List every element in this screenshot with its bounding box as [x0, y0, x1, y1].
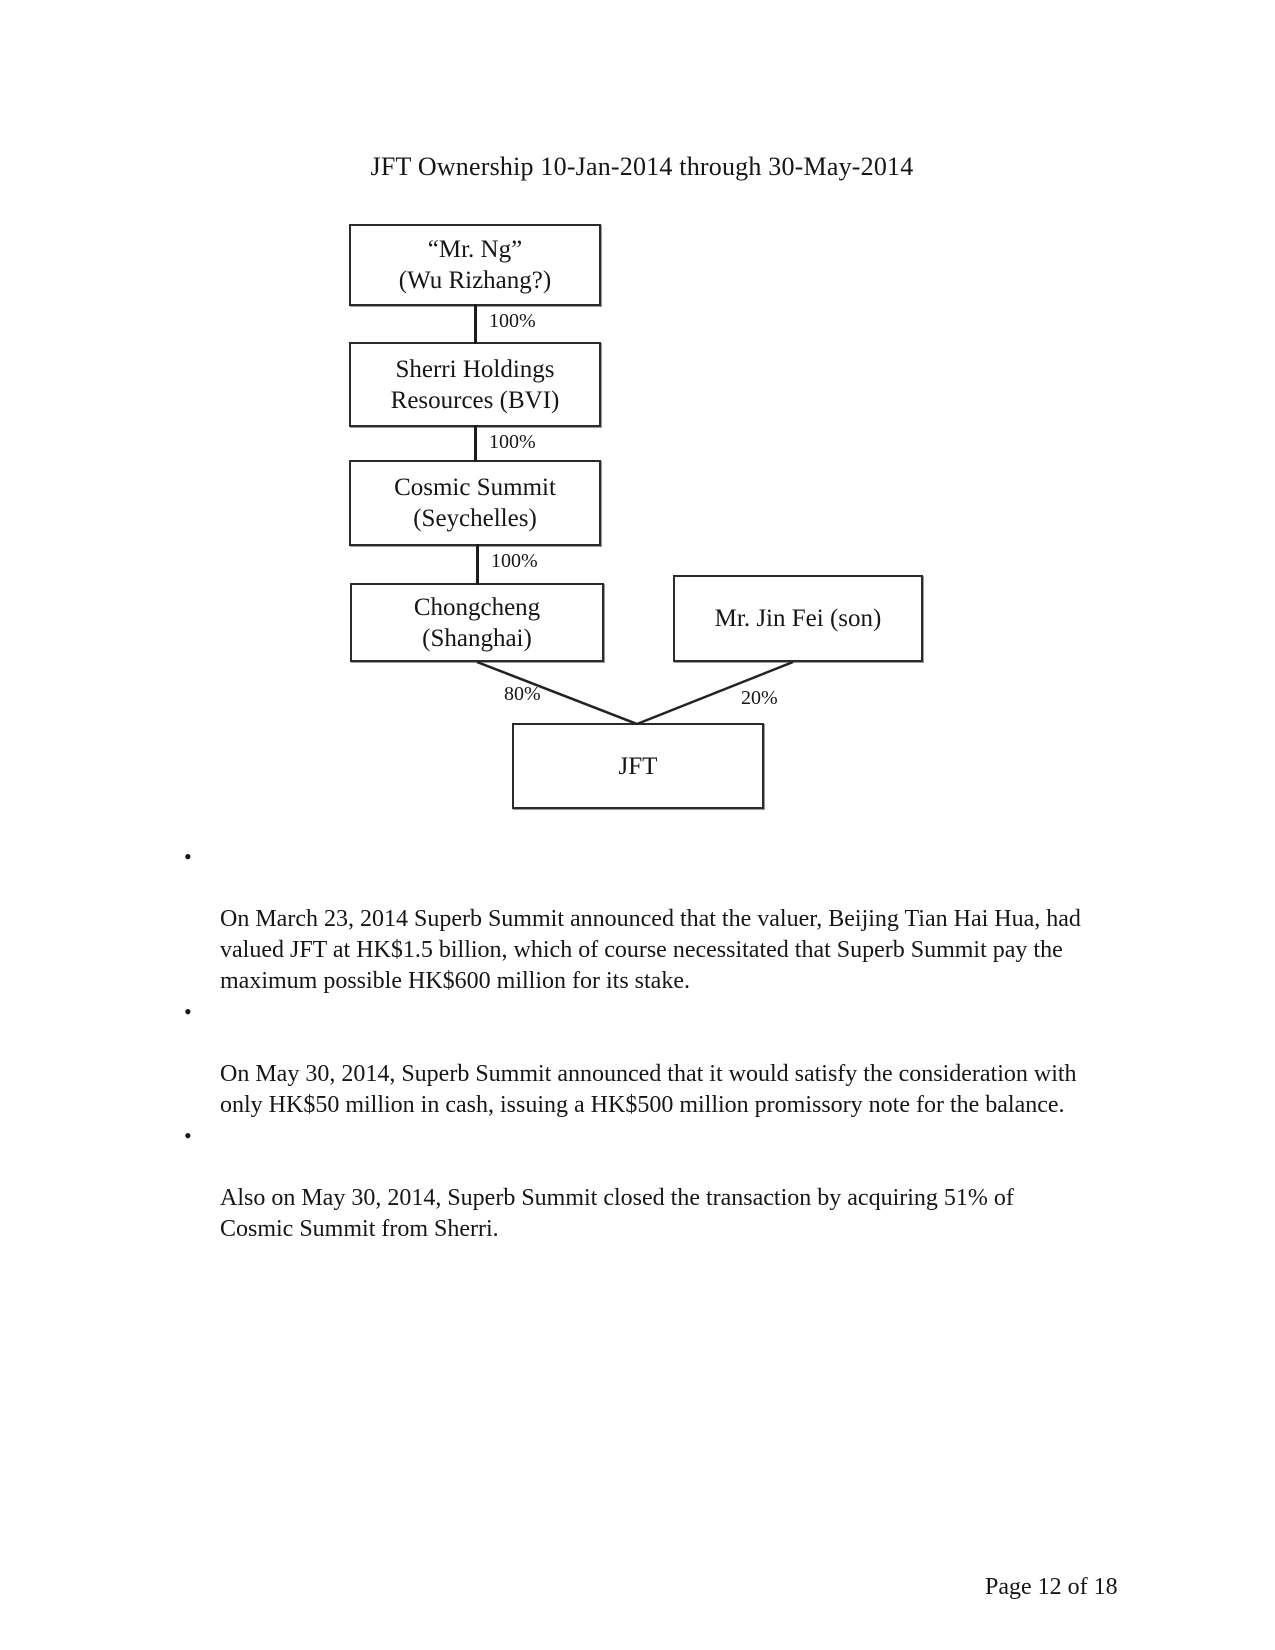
- connector-jinfei-jft: [636, 660, 794, 726]
- connector-chongcheng-jft: [476, 660, 638, 726]
- page-number: Page 12 of 18: [985, 1574, 1118, 1600]
- connector-ng-sherri: [474, 304, 477, 344]
- bullet-icon: •: [184, 999, 192, 1024]
- connector-sherri-cosmic: [474, 425, 477, 462]
- bullet-icon: •: [184, 844, 192, 869]
- edge-label-cosmic-chongcheng: 100%: [491, 550, 538, 572]
- diagram-title: JFT Ownership 10-Jan-2014 through 30-May…: [370, 152, 914, 181]
- list-item: • On March 23, 2014 Superb Summit announ…: [150, 842, 1110, 997]
- node-jin-fei: Mr. Jin Fei (son): [673, 575, 923, 662]
- bullet-icon: •: [184, 1123, 192, 1148]
- node-mr-ng: “Mr. Ng” (Wu Rizhang?): [349, 224, 601, 306]
- list-item-text: On March 23, 2014 Superb Summit announce…: [220, 906, 1081, 994]
- edge-label-ng-sherri: 100%: [489, 310, 536, 332]
- list-item: • Also on May 30, 2014, Superb Summit cl…: [150, 1121, 1110, 1245]
- node-jft: JFT: [512, 723, 764, 809]
- list-item-text: Also on May 30, 2014, Superb Summit clos…: [220, 1185, 1014, 1242]
- list-item: • On May 30, 2014, Superb Summit announc…: [150, 997, 1110, 1121]
- bullet-list: • On March 23, 2014 Superb Summit announ…: [150, 842, 1110, 1245]
- edge-label-sherri-cosmic: 100%: [489, 431, 536, 453]
- edge-label-jinfei-jft: 20%: [741, 687, 778, 709]
- list-item-text: On May 30, 2014, Superb Summit announced…: [220, 1061, 1077, 1118]
- node-sherri-holdings: Sherri Holdings Resources (BVI): [349, 342, 601, 427]
- connector-cosmic-chongcheng: [476, 544, 479, 585]
- edge-label-chongcheng-jft: 80%: [504, 683, 541, 705]
